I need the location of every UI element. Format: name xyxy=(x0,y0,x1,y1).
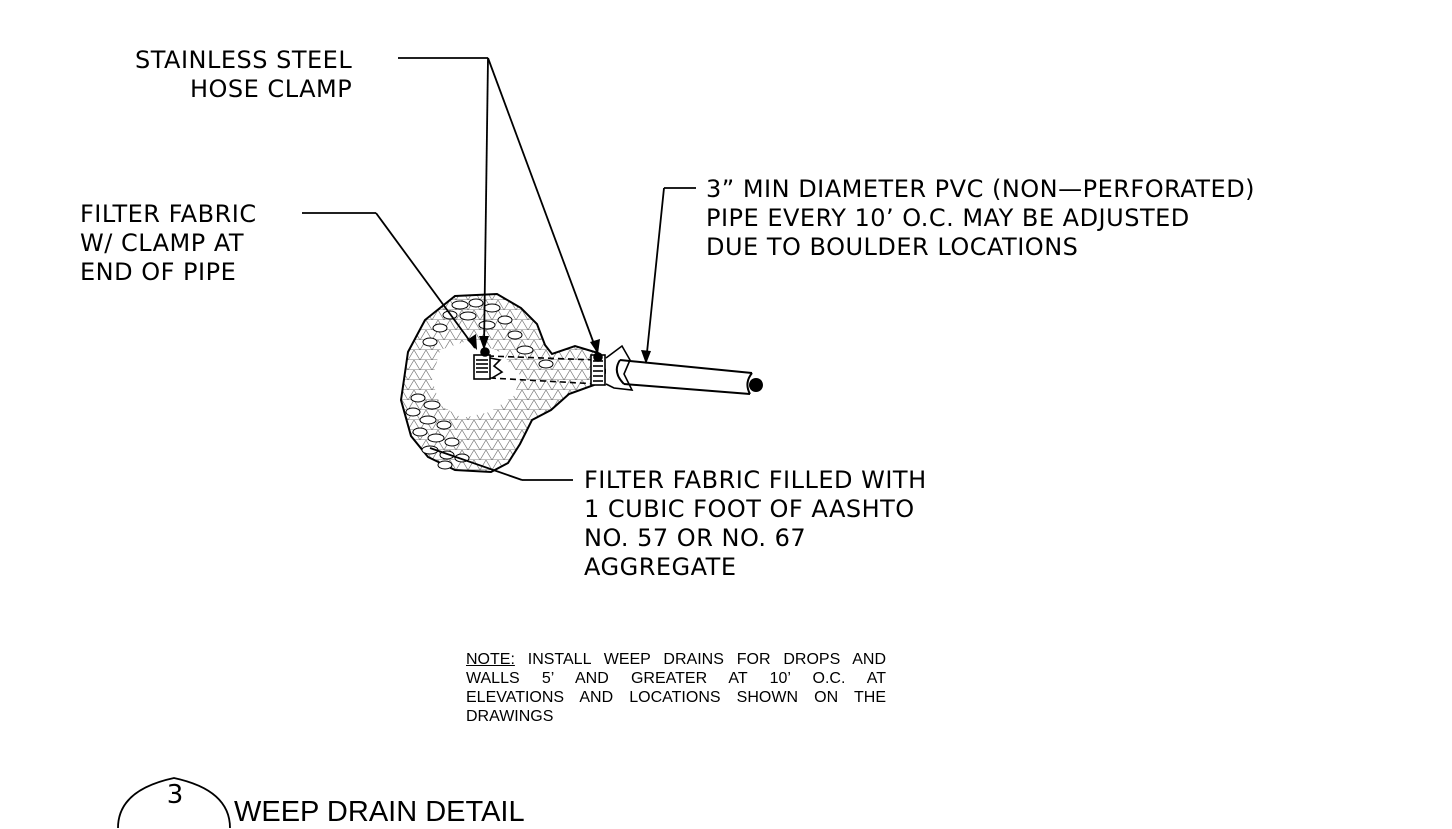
pvc-pipe-label: 3” MIN DIAMETER PVC (NON—PERFORATED) PIP… xyxy=(706,175,1256,261)
arrowheads xyxy=(467,334,651,364)
outer-neck-clamp xyxy=(590,352,606,386)
pvc-pipe xyxy=(615,359,753,395)
leader-lines xyxy=(302,57,696,481)
pipe-end-cap xyxy=(749,378,763,392)
detail-number: 3 xyxy=(166,780,184,810)
detail-title: WEEP DRAIN DETAIL xyxy=(234,796,525,828)
filter-fabric-clamp-label: FILTER FABRIC W/ CLAMP AT END OF PIPE xyxy=(80,200,257,286)
inner-end-clamp xyxy=(473,347,504,380)
note-key: NOTE: xyxy=(466,651,515,668)
install-note: NOTE: INSTALL WEEP DRAINS FOR DROPS AND … xyxy=(466,650,886,726)
detail-bubble xyxy=(117,777,231,828)
filter-fabric-filled-label: FILTER FABRIC FILLED WITH 1 CUBIC FOOT O… xyxy=(584,466,927,581)
inner-pipe xyxy=(487,355,599,385)
aggregate-pebbles xyxy=(405,298,554,470)
hose-clamp-label: STAINLESS STEEL HOSE CLAMP xyxy=(135,46,353,103)
pipe-end-arc xyxy=(746,372,753,395)
fabric-flare xyxy=(605,344,634,391)
note-text: INSTALL WEEP DRAINS FOR DROPS AND WALLS … xyxy=(466,651,886,725)
